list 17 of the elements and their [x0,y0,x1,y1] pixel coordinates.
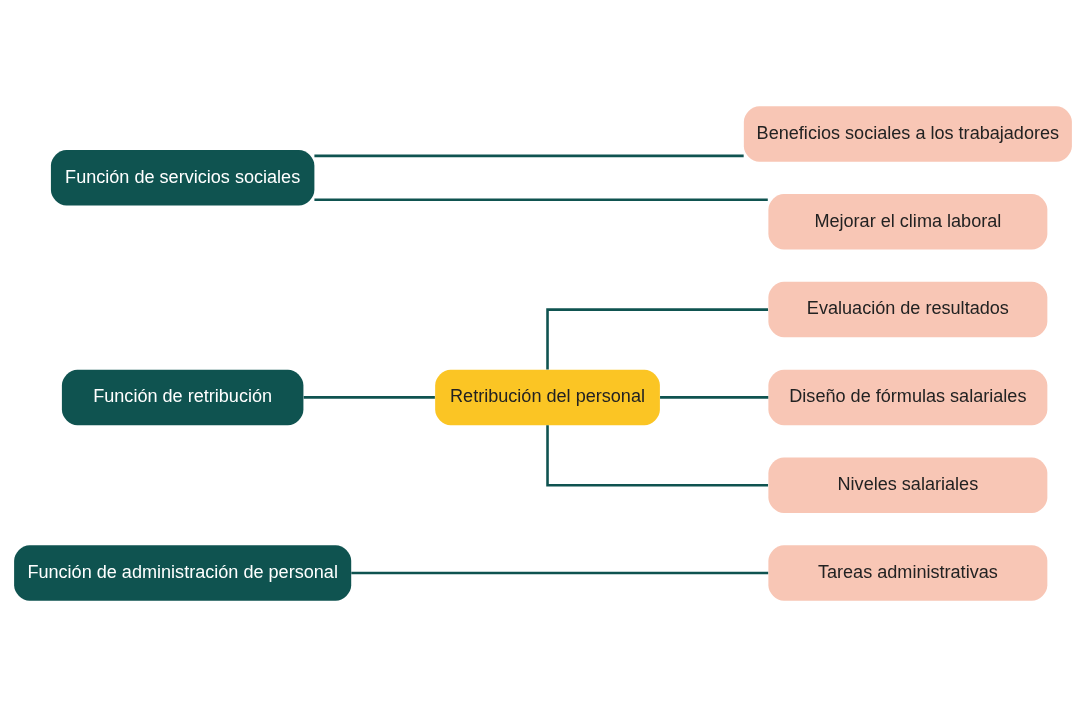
node-box: Función de retribución [61,369,304,425]
connector [546,424,769,487]
connector [351,571,769,574]
node-box: Función de servicios sociales [50,149,315,206]
node-box: Diseño de fórmulas salariales [768,369,1048,425]
node-box: Beneficios sociales a los trabajadores [743,105,1072,162]
connector [314,198,768,201]
connector [314,154,744,157]
node-box: Tareas administrativas [768,544,1048,601]
connector [660,395,769,399]
connector [546,307,769,370]
node-box: Mejorar el clima laboral [768,193,1048,250]
node-box: Evaluación de resultados [768,281,1048,337]
node-box: Función de administración de personal [14,544,352,601]
node-box: Retribución del personal [435,369,660,425]
node-box: Niveles salariales [768,456,1048,513]
connector [303,395,435,399]
